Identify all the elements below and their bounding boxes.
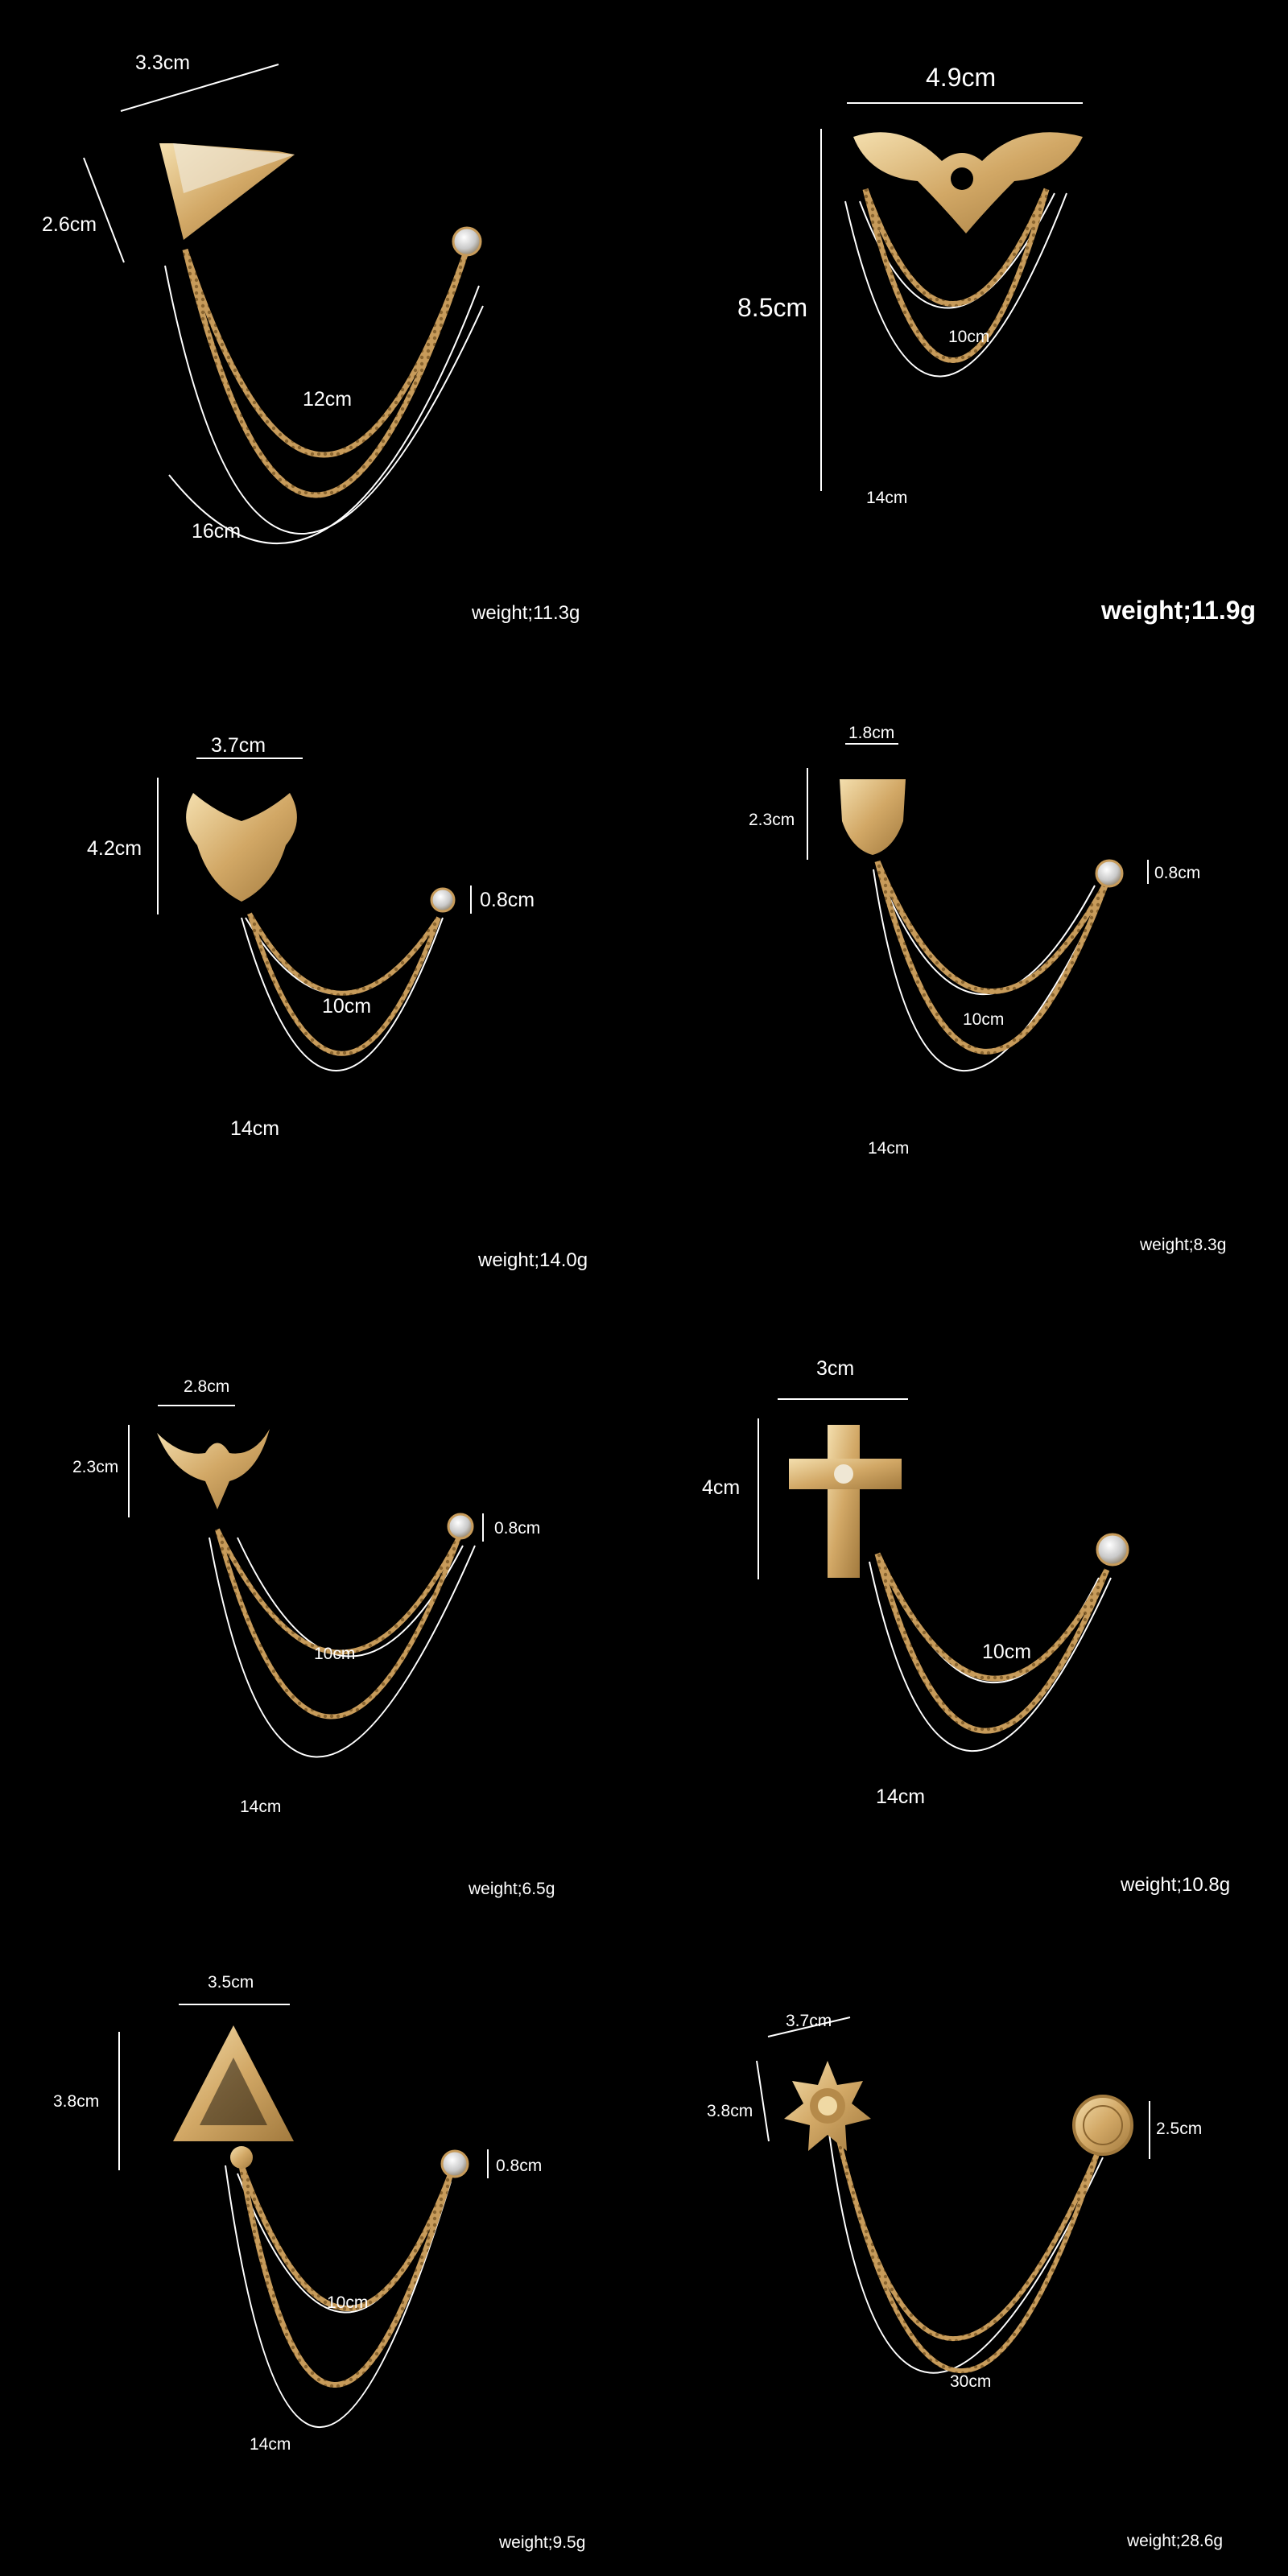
inner-chain-label: 10cm <box>982 1641 1032 1663</box>
brooch-deer-head <box>157 758 472 1071</box>
brooch-shield <box>807 743 1149 1071</box>
width-label: 4.9cm <box>926 63 997 92</box>
outer-chain-label: 14cm <box>868 1139 910 1158</box>
weight-label: weight;11.3g <box>472 602 580 624</box>
triangle-filigree-icon <box>173 2025 294 2169</box>
phoenix-icon <box>157 1429 270 1509</box>
deer-head-icon <box>186 793 297 902</box>
inner-chain-label: 10cm <box>327 2293 369 2312</box>
stud-label: 0.8cm <box>496 2157 543 2175</box>
height-label: 2.3cm <box>749 811 795 829</box>
width-label: 3cm <box>816 1357 855 1380</box>
weight-label: weight;9.5g <box>499 2533 586 2552</box>
cross-icon <box>789 1425 902 1578</box>
brooch-cross <box>758 1398 1129 1752</box>
inner-chain-label: 10cm <box>963 1010 1005 1029</box>
weight-label: weight;8.3g <box>1140 1236 1227 1254</box>
brooch-paper-plane <box>83 64 484 544</box>
stud-label: 0.8cm <box>480 889 535 911</box>
width-label: 2.8cm <box>184 1377 230 1396</box>
weight-label: weight;11.9g <box>1101 596 1257 625</box>
height-label: 2.3cm <box>72 1458 119 1476</box>
width-label: 3.7cm <box>786 2012 832 2030</box>
inner-chain-label: 12cm <box>303 388 353 411</box>
sun-emblem-icon <box>784 2061 871 2151</box>
width-measure-line <box>120 64 279 112</box>
brooch-phoenix <box>128 1405 484 1758</box>
outer-chain-label: 14cm <box>876 1785 926 1808</box>
outer-chain-label: 16cm <box>192 520 242 543</box>
outer-chain-label: 14cm <box>866 489 908 507</box>
weight-label: weight;6.5g <box>469 1880 555 1898</box>
brooch-triangle <box>118 2004 489 2428</box>
weight-label: weight;10.8g <box>1121 1874 1231 1896</box>
height-label: 3.8cm <box>53 2092 100 2111</box>
gem-stud-icon <box>452 226 482 257</box>
outer-chain-label: 14cm <box>240 1798 282 1816</box>
coin-icon <box>1072 2095 1133 2156</box>
height-measure-line <box>83 157 125 263</box>
height-label: 4cm <box>702 1476 741 1499</box>
inner-chain-label: 10cm <box>314 1645 356 1663</box>
width-label: 1.8cm <box>848 724 895 742</box>
weight-label: weight;14.0g <box>478 1249 588 1271</box>
outer-chain-outline <box>164 265 484 535</box>
height-label: 2.6cm <box>42 213 97 236</box>
brooch-sun-coin <box>756 2017 1150 2374</box>
inner-chain-label: 10cm <box>322 995 372 1018</box>
shield-icon <box>840 779 906 855</box>
stud-label: 0.8cm <box>1154 864 1201 882</box>
outer-chain <box>182 248 470 498</box>
outer-chain-label: 14cm <box>230 1117 280 1140</box>
weight-label: weight;28.6g <box>1127 2532 1224 2550</box>
width-label: 3.3cm <box>135 52 191 74</box>
chain-label: 30cm <box>950 2372 992 2391</box>
inner-chain-label: 10cm <box>948 328 990 346</box>
inner-chain <box>182 248 470 458</box>
width-label: 3.7cm <box>211 734 266 757</box>
height-label: 3.8cm <box>707 2102 753 2120</box>
stud-label: 0.8cm <box>494 1519 541 1538</box>
end-coin-label: 2.5cm <box>1156 2120 1203 2138</box>
brooch-eagle-wings <box>820 102 1083 491</box>
outer-chain-label: 14cm <box>250 2435 291 2454</box>
height-label: 4.2cm <box>87 837 142 860</box>
height-label: 8.5cm <box>737 293 808 322</box>
width-label: 3.5cm <box>208 1973 254 1992</box>
